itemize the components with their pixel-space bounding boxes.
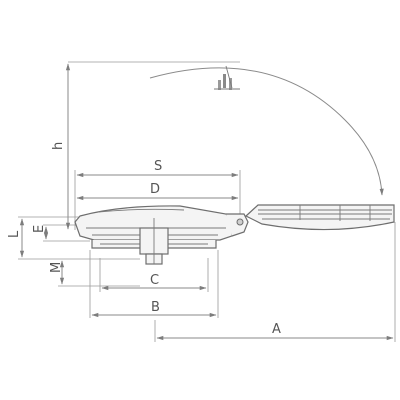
dimension-labels: h S D L E M C B A — [7, 142, 281, 337]
extension-lines — [18, 61, 396, 342]
label-C: C — [150, 273, 159, 288]
label-L: L — [7, 230, 22, 238]
hatch-body — [74, 205, 249, 265]
label-A: A — [272, 322, 281, 337]
label-B: B — [151, 300, 160, 315]
label-E: E — [32, 225, 47, 233]
dimension-lines — [19, 63, 394, 341]
open-lid — [244, 204, 395, 231]
label-M: M — [49, 262, 64, 273]
label-D: D — [150, 182, 160, 197]
opening-arc — [149, 67, 384, 196]
raised-lid-icon — [214, 65, 240, 90]
label-h: h — [51, 142, 66, 150]
label-S: S — [154, 159, 162, 174]
